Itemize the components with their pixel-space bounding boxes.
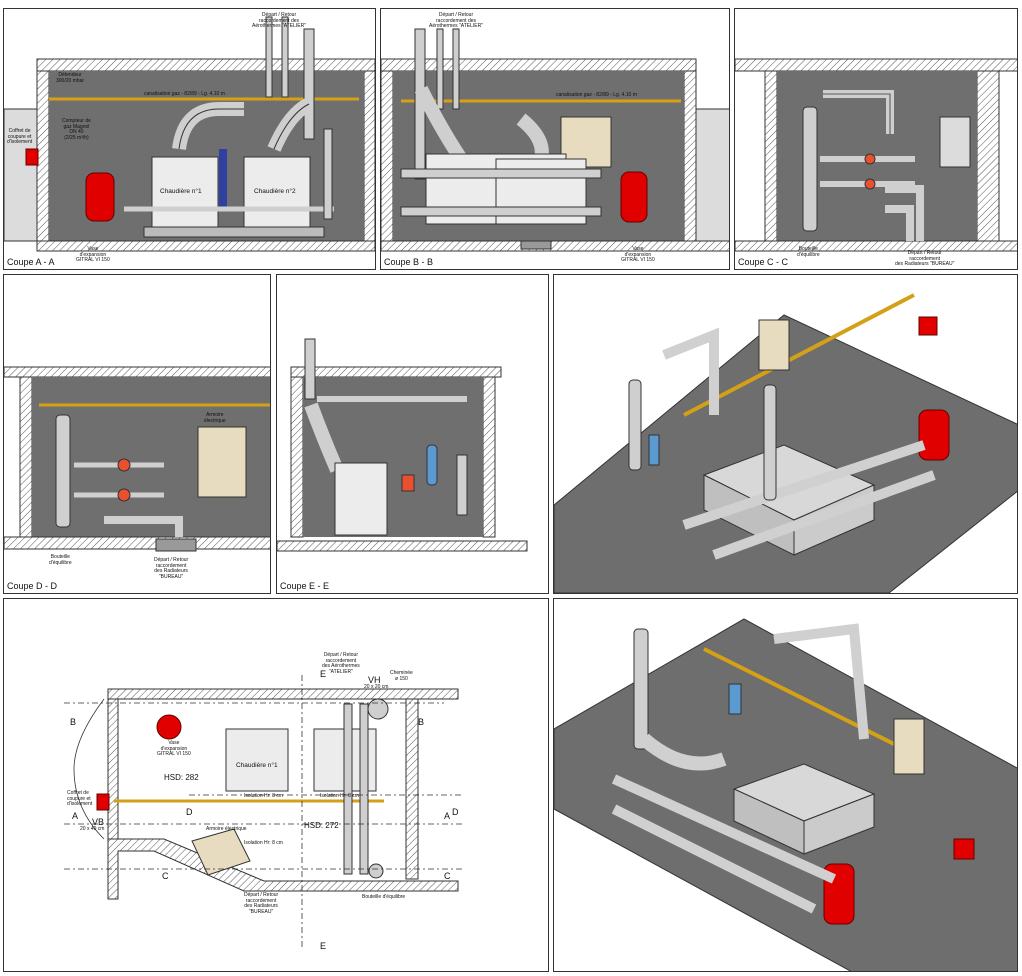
isometric-view-2-drawing: [554, 618, 1017, 971]
plan-label-vb: VB: [92, 817, 105, 827]
plan-label-depart-bottom: Départ / Retour raccordement des Radiate…: [244, 892, 279, 915]
plan-marker-b-right: B: [418, 717, 425, 727]
boiler-2-shape: [243, 156, 311, 228]
plan-label-vb-dim: 20 x 40 cm: [80, 826, 105, 832]
section-b-b-drawing: [381, 28, 729, 252]
plan-view-panel: Départ / Retour raccordement des Aérothe…: [3, 598, 549, 972]
plan-label-hsd-282: HSD: 282: [164, 773, 199, 782]
section-e-e-drawing: [277, 338, 528, 552]
plan-view-drawing: [64, 675, 464, 949]
section-c-c-title: Coupe C - C: [738, 257, 789, 267]
label-bouteille-d: Bouteille d'équilibre: [49, 554, 72, 566]
section-d-d-title: Coupe D - D: [7, 581, 58, 591]
label-canal-b: canalisation gaz - 82/89 - Lg. 4.10 m: [556, 92, 637, 98]
label-compteur: Compteur de gaz Magnol DN 40 (2/25 m³/h): [62, 118, 91, 141]
label-bouteille-c: Bouteille d'équilibre: [797, 246, 820, 258]
plan-label-isolation-2: Isolation Hr: 8 cm: [320, 793, 359, 799]
plan-label-vh: VH: [368, 675, 381, 685]
plan-label-cheminee: Cheminée ø 150: [390, 670, 413, 682]
plan-label-depart-top: Départ / Retour raccordement des Aérothe…: [322, 652, 360, 675]
section-a-a-drawing: [4, 16, 375, 252]
expansion-tank-shape: [85, 172, 115, 222]
section-c-c-panel: Bouteille d'équilibre Départ / Retour ra…: [734, 8, 1018, 270]
section-b-b-panel: Départ / Retour raccordement des Aérothe…: [380, 8, 730, 270]
label-armoire-d: Armoire électrique: [204, 412, 226, 424]
plan-label-isolation-3: Isolation Hr: 8 cm: [244, 840, 283, 846]
boiler-1-shape: [151, 156, 219, 228]
plan-label-vase: Vase d'expansion GITRAL VI 150: [157, 740, 191, 757]
section-a-a-title: Coupe A - A: [7, 257, 55, 267]
label-canal-a: canalisation gaz - 82/89 - Lg. 4.10 m: [144, 91, 225, 97]
section-e-e-panel: Coupe E - E: [276, 274, 549, 594]
plan-label-chaudiere-1: Chaudière n°1: [236, 762, 278, 769]
plan-marker-d-left: D: [186, 807, 193, 817]
section-d-d-drawing: [4, 366, 270, 552]
plan-marker-c-left: C: [162, 871, 169, 881]
label-detendeur: Détendeur 300/20 mbar: [56, 72, 85, 84]
plan-marker-e-bottom: E: [320, 941, 327, 951]
isometric-view-2-panel: [553, 598, 1018, 972]
label-chaudiere-1: Chaudière n°1: [160, 188, 202, 195]
label-chaudiere-2: Chaudière n°2: [254, 188, 296, 195]
label-vase-b: Vase d'expansion GITRAL VI 150: [621, 246, 655, 263]
label-vase-a: Vase d'expansion GITRAL VI 150: [76, 246, 110, 263]
plan-marker-d-right: D: [452, 807, 459, 817]
section-e-e-title: Coupe E - E: [280, 581, 330, 591]
section-a-a-panel: Détendeur 300/20 mbar Compteur de gaz Ma…: [3, 8, 376, 270]
plan-marker-b-left: B: [70, 717, 77, 727]
plan-label-armoire: Armoire électrique: [206, 826, 247, 832]
plan-marker-a-left: A: [72, 811, 79, 821]
label-depart-a: Départ / Retour raccordement des Aérothe…: [252, 12, 307, 29]
plan-marker-c-right: C: [444, 871, 451, 881]
isometric-view-1-drawing: [554, 293, 1017, 593]
plan-label-vh-dim: 20 x 20 cm: [364, 684, 389, 690]
plan-marker-a-right: A: [444, 811, 451, 821]
label-depart-d: Départ / Retour raccordement des Radiate…: [154, 557, 189, 580]
plan-label-bouteille: Bouteille d'équilibre: [362, 894, 406, 900]
section-c-c-drawing: [735, 58, 1017, 252]
plan-label-isolation-1: Isolation Hr: 8 cm: [244, 793, 283, 799]
label-depart-b: Départ / Retour raccordement des Aérothe…: [429, 12, 484, 29]
label-depart-c: Départ / Retour raccordement des Radiate…: [895, 250, 955, 267]
section-b-b-title: Coupe B - B: [384, 257, 434, 267]
plan-label-hsd-272: HSD: 272: [304, 821, 339, 830]
section-d-d-panel: Armoire électrique Bouteille d'équilibre…: [3, 274, 271, 594]
isometric-view-1-panel: [553, 274, 1018, 594]
label-coffret: Coffret de coupure et d'isolement: [7, 128, 33, 145]
plan-label-coffret: Coffret de coupure et d'isolement: [67, 790, 93, 807]
plan-marker-e-top: E: [320, 669, 327, 679]
